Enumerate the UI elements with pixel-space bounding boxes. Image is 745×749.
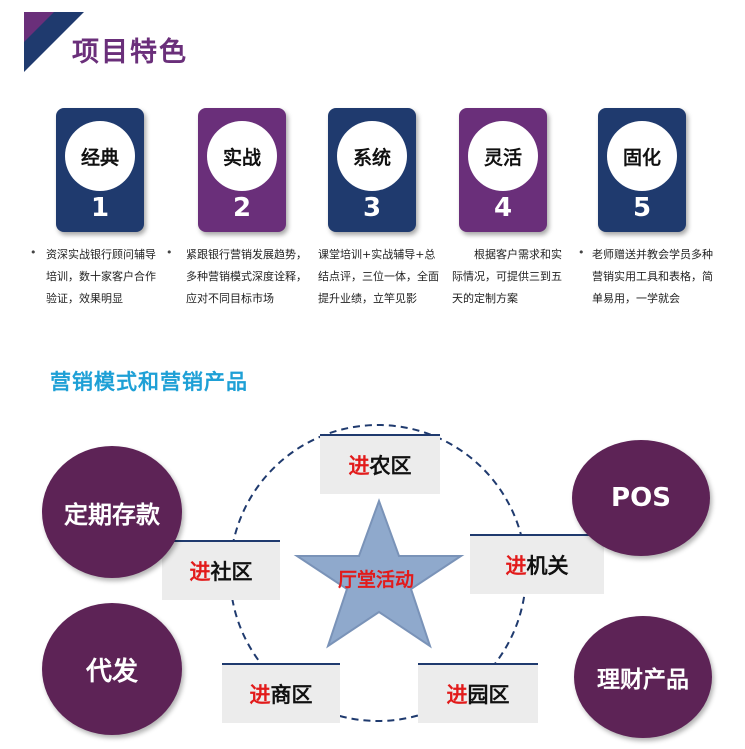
product-circle-payroll: 代发 [42, 603, 182, 735]
channel-prefix: 进 [249, 683, 271, 707]
channel-label: 社区 [210, 560, 253, 584]
product-circle-deposit: 定期存款 [42, 446, 182, 578]
feature-desc-2: 紧跟银行营销发展趋势，多种营销模式深度诠释，应对不同目标市场 [186, 248, 307, 305]
bullet-icon: • [30, 246, 37, 259]
bullet-icon: • [166, 246, 173, 259]
feature-number: 4 [493, 193, 513, 223]
feature-desc-4: 根据客户需求和实际情况，可提供三到五天的定制方案 [452, 248, 562, 305]
feature-card-2: 实战 2 [198, 108, 286, 232]
feature-title: 实战 [207, 121, 277, 191]
feature-desc-5: 老师赠送并教会学员多种营销实用工具和表格，简单易用，一学就会 [592, 248, 713, 305]
feature-card-4: 灵活 4 [459, 108, 547, 232]
feature-number: 1 [90, 193, 110, 223]
bullet-icon: • [578, 246, 585, 259]
feature-number: 5 [632, 193, 652, 223]
channel-box-nongqu: 进农区 [320, 434, 440, 494]
feature-desc-3: 课堂培训+实战辅导+总结点评，三位一体，全面提升业绩，立竿见影 [318, 248, 439, 305]
corner-triangle-icon [24, 12, 84, 72]
feature-number: 3 [362, 193, 382, 223]
channel-box-shangqu: 进商区 [222, 663, 340, 723]
feature-card-1: 经典 1 [56, 108, 144, 232]
channel-prefix: 进 [446, 683, 468, 707]
product-circle-wealth: 理财产品 [574, 616, 712, 738]
channel-label: 农区 [369, 454, 412, 478]
feature-title: 固化 [607, 121, 677, 191]
product-circle-pos: POS [572, 440, 710, 556]
feature-title: 系统 [337, 121, 407, 191]
channel-label: 园区 [467, 683, 510, 707]
feature-card-3: 系统 3 [328, 108, 416, 232]
section-title-features: 项目特色 [72, 37, 188, 68]
channel-prefix: 进 [189, 560, 211, 584]
star-icon [293, 498, 465, 649]
channel-label: 商区 [270, 683, 313, 707]
channel-box-shequ: 进社区 [162, 540, 280, 600]
channel-box-yuanqu: 进园区 [418, 663, 538, 723]
channel-prefix: 进 [505, 554, 527, 578]
channel-prefix: 进 [348, 454, 370, 478]
feature-number: 2 [232, 193, 252, 223]
channel-label: 机关 [526, 554, 569, 578]
channel-box-jiguan: 进机关 [470, 534, 604, 594]
feature-card-5: 固化 5 [598, 108, 686, 232]
feature-title: 灵活 [468, 121, 538, 191]
feature-desc-1: 资深实战银行顾问辅导培训，数十家客户合作验证，效果明显 [46, 248, 156, 305]
section-title-marketing: 营销模式和营销产品 [50, 370, 248, 394]
feature-title: 经典 [65, 121, 135, 191]
center-label: 厅堂活动 [337, 569, 414, 591]
